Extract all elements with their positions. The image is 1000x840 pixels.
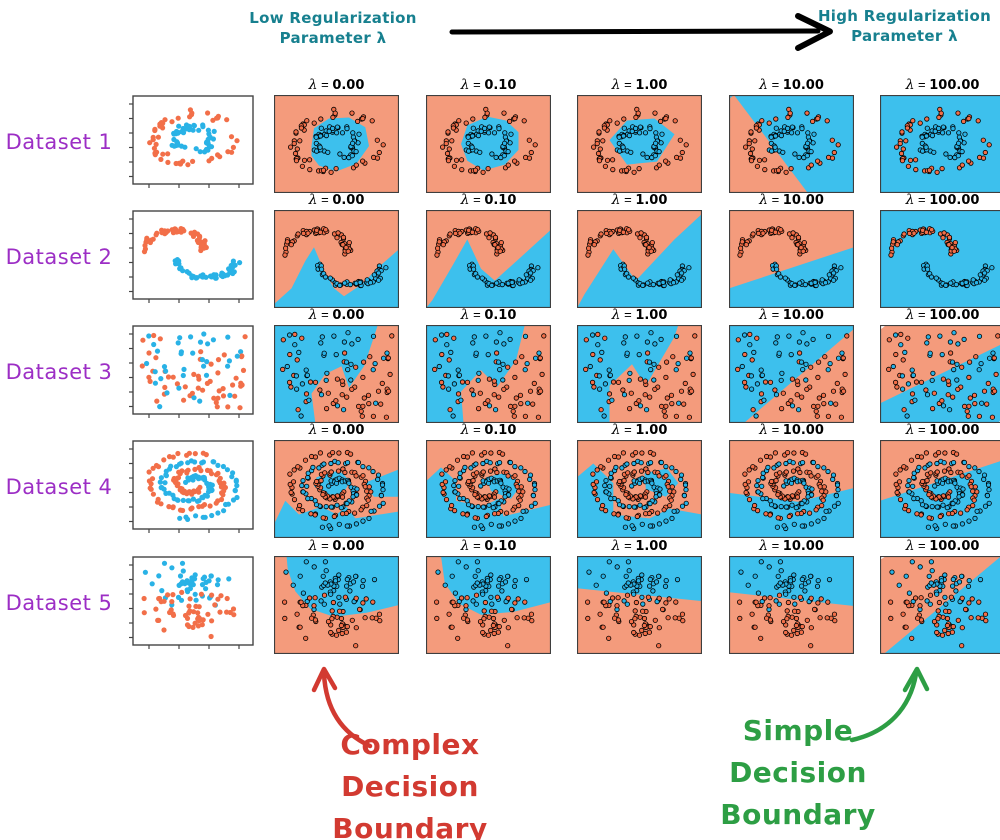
panel-title: λ = 10.00 xyxy=(759,77,824,93)
decision-panel xyxy=(426,95,551,193)
decision-panel xyxy=(880,210,1000,308)
panel-title: λ = 1.00 xyxy=(611,192,668,208)
decision-panel xyxy=(577,556,702,654)
panel-title: λ = 100.00 xyxy=(905,307,980,323)
decision-panel xyxy=(577,95,702,193)
complex-line3: Boundary xyxy=(332,812,488,840)
decision-panel xyxy=(274,95,399,193)
decision-panel xyxy=(729,210,854,308)
decision-panel xyxy=(880,95,1000,193)
panel-title: λ = 0.00 xyxy=(308,77,365,93)
dataset-label: Dataset 1 xyxy=(5,130,113,154)
decision-panel xyxy=(426,556,551,654)
panel-title: λ = 1.00 xyxy=(611,77,668,93)
panel-title: λ = 100.00 xyxy=(905,422,980,438)
decision-panel xyxy=(577,325,702,423)
low-reg-line2: Parameter λ xyxy=(279,29,387,47)
raw-dataset-plot xyxy=(125,95,255,193)
decision-panel xyxy=(729,325,854,423)
decision-panel xyxy=(729,95,854,193)
panel-title: λ = 0.10 xyxy=(460,538,517,554)
decision-panel xyxy=(577,440,702,538)
panel-title: λ = 100.00 xyxy=(905,538,980,554)
panel-title: λ = 10.00 xyxy=(759,538,824,554)
panel-title: λ = 10.00 xyxy=(759,192,824,208)
panel-title: λ = 0.00 xyxy=(308,307,365,323)
panel-title: λ = 100.00 xyxy=(905,77,980,93)
decision-panel xyxy=(426,325,551,423)
high-regularization-label: High Regularization Parameter λ xyxy=(812,6,997,46)
simple-line3: Boundary xyxy=(720,798,876,831)
panel-title: λ = 10.00 xyxy=(759,422,824,438)
raw-dataset-plot xyxy=(125,325,255,423)
decision-panel xyxy=(426,440,551,538)
complex-annotation: Complex Decision Boundary xyxy=(290,724,530,840)
dataset-label: Dataset 2 xyxy=(5,245,113,269)
decision-panel xyxy=(274,325,399,423)
panel-title: λ = 10.00 xyxy=(759,307,824,323)
panel-title: λ = 0.10 xyxy=(460,422,517,438)
decision-panel xyxy=(577,210,702,308)
simple-annotation: Simple Decision Boundary xyxy=(688,710,908,836)
high-reg-line1: High Regularization xyxy=(817,7,992,25)
panel-title: λ = 1.00 xyxy=(611,422,668,438)
decision-panel xyxy=(274,440,399,538)
decision-panel xyxy=(729,556,854,654)
simple-line2: Decision xyxy=(729,756,867,789)
decision-panel xyxy=(274,210,399,308)
decision-panel xyxy=(880,325,1000,423)
panel-title: λ = 0.00 xyxy=(308,192,365,208)
decision-panel xyxy=(880,556,1000,654)
raw-dataset-plot xyxy=(125,210,255,308)
decision-panel xyxy=(729,440,854,538)
panel-title: λ = 0.10 xyxy=(460,307,517,323)
raw-dataset-plot xyxy=(125,556,255,654)
panel-title: λ = 1.00 xyxy=(611,538,668,554)
dataset-label: Dataset 5 xyxy=(5,591,113,615)
panel-title: λ = 0.00 xyxy=(308,422,365,438)
panel-title: λ = 1.00 xyxy=(611,307,668,323)
simple-line1: Simple xyxy=(742,714,854,747)
complex-line2: Decision xyxy=(341,770,479,803)
panel-title: λ = 0.10 xyxy=(460,192,517,208)
right-arrow-icon xyxy=(449,13,833,51)
low-reg-line1: Low Regularization xyxy=(249,9,417,27)
decision-panel xyxy=(274,556,399,654)
panel-title: λ = 0.10 xyxy=(460,77,517,93)
raw-dataset-plot xyxy=(125,440,255,538)
complex-line1: Complex xyxy=(340,728,480,761)
dataset-label: Dataset 4 xyxy=(5,475,113,499)
high-reg-line2: Parameter λ xyxy=(851,27,958,45)
decision-panel xyxy=(426,210,551,308)
decision-panel xyxy=(880,440,1000,538)
low-regularization-label: Low Regularization Parameter λ xyxy=(228,8,438,48)
panel-title: λ = 100.00 xyxy=(905,192,980,208)
dataset-label: Dataset 3 xyxy=(5,360,113,384)
panel-title: λ = 0.00 xyxy=(308,538,365,554)
